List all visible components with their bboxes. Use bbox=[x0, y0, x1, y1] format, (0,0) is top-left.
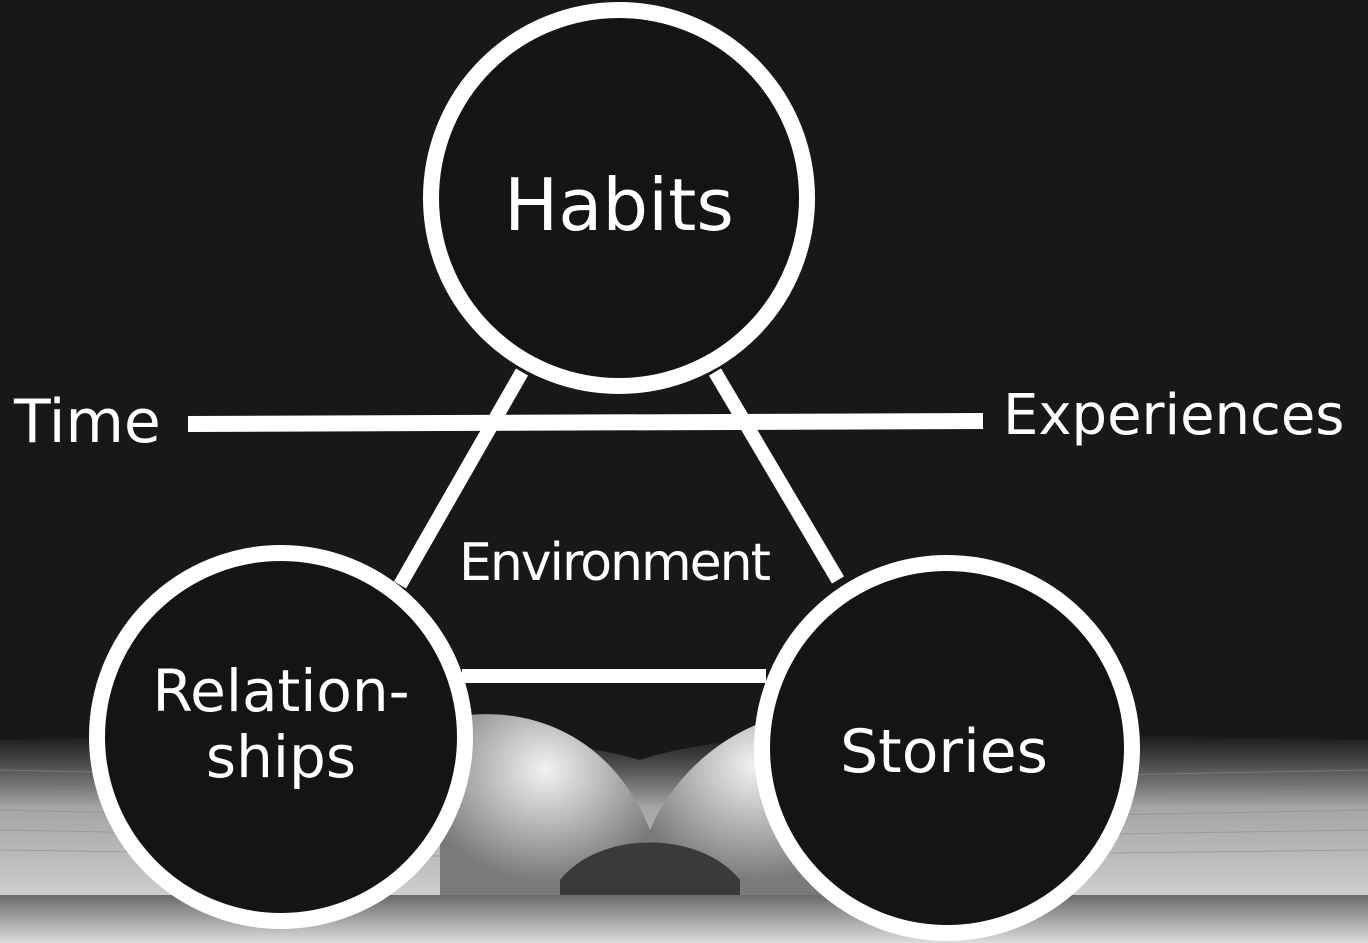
label-habits: Habits bbox=[504, 163, 734, 247]
connector-habits-relationships bbox=[393, 368, 529, 589]
circle-stories bbox=[754, 555, 1140, 941]
axis-line bbox=[187, 413, 984, 432]
circle-habits bbox=[423, 2, 815, 394]
circle-relationships bbox=[89, 545, 473, 929]
label-time: Time bbox=[13, 387, 161, 457]
connector-habits-stories bbox=[708, 368, 845, 584]
label-relationships: Relation-ships bbox=[152, 657, 409, 791]
book-spine bbox=[560, 842, 740, 900]
label-relationships-line: Relation- bbox=[152, 657, 409, 725]
label-stories: Stories bbox=[840, 717, 1048, 787]
label-relationships-line: ships bbox=[206, 723, 356, 791]
label-environment: Environment bbox=[459, 533, 771, 593]
triangle-connectors bbox=[393, 368, 845, 683]
label-experiences: Experiences bbox=[1003, 383, 1344, 448]
